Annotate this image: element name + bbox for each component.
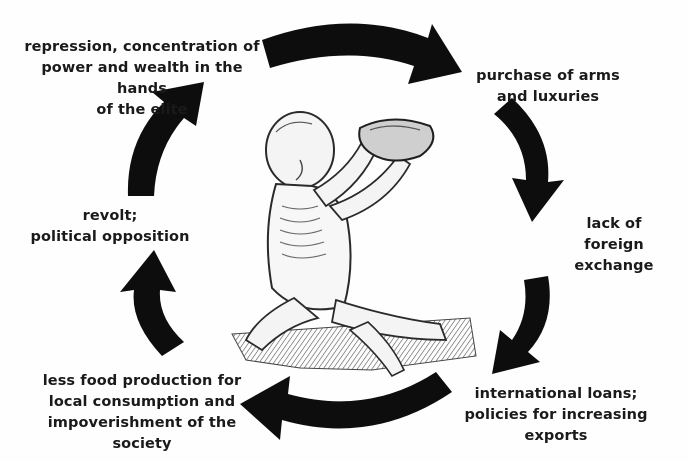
arrow-bottom: [240, 372, 452, 440]
label-arms-luxuries: purchase of arms and luxuries: [468, 66, 628, 108]
label-international-loans: international loans; policies for increa…: [456, 384, 656, 447]
starving-child-illustration: [232, 112, 476, 376]
arrow-right-lower: [492, 276, 550, 374]
arrow-top: [262, 23, 462, 84]
arrow-left-lower: [120, 250, 184, 356]
arrow-right-upper: [494, 98, 564, 222]
label-less-food: less food production for local consumpti…: [30, 371, 254, 455]
label-revolt: revolt; political opposition: [20, 206, 200, 248]
label-foreign-exchange: lack of foreign exchange: [544, 214, 684, 277]
label-repression: repression, concentration of power and w…: [16, 37, 268, 121]
